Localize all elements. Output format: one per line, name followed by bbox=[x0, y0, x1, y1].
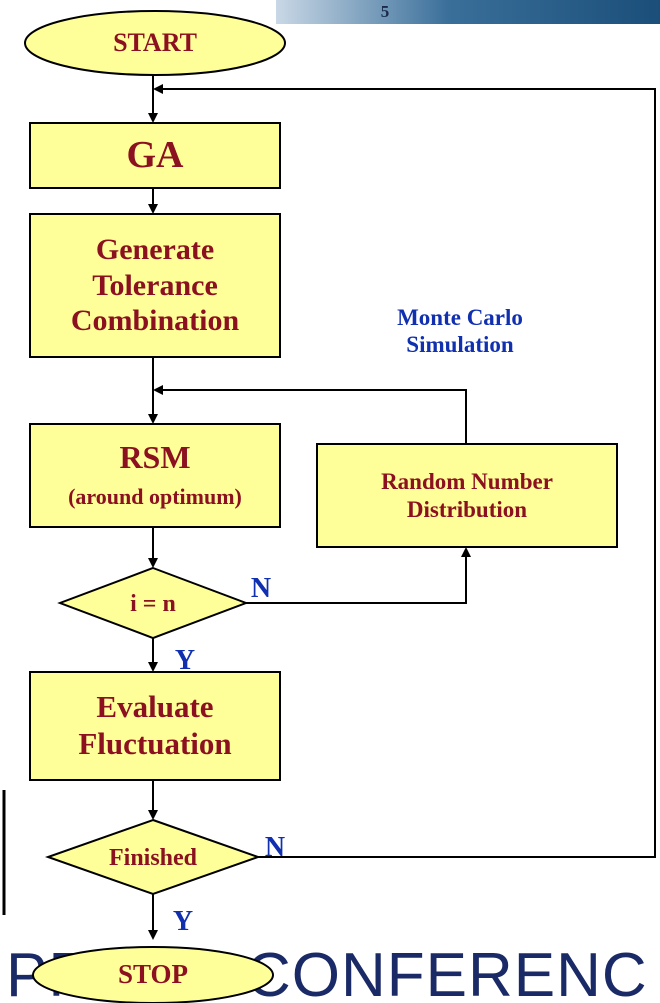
stop-terminal bbox=[32, 946, 274, 1003]
footer-text-right: CONFERENC bbox=[246, 948, 648, 1003]
loop-finished-no-to-ga bbox=[153, 84, 656, 858]
banner bbox=[276, 0, 660, 24]
loop-decision-no-to-random bbox=[246, 547, 471, 604]
ga-box bbox=[29, 122, 281, 189]
evaluate-box bbox=[29, 671, 281, 781]
random-number-box bbox=[316, 443, 618, 548]
loop-random-back-to-rsm bbox=[153, 385, 467, 444]
generate-box bbox=[29, 213, 281, 358]
start-terminal bbox=[24, 10, 286, 76]
rsm-box bbox=[29, 423, 281, 528]
